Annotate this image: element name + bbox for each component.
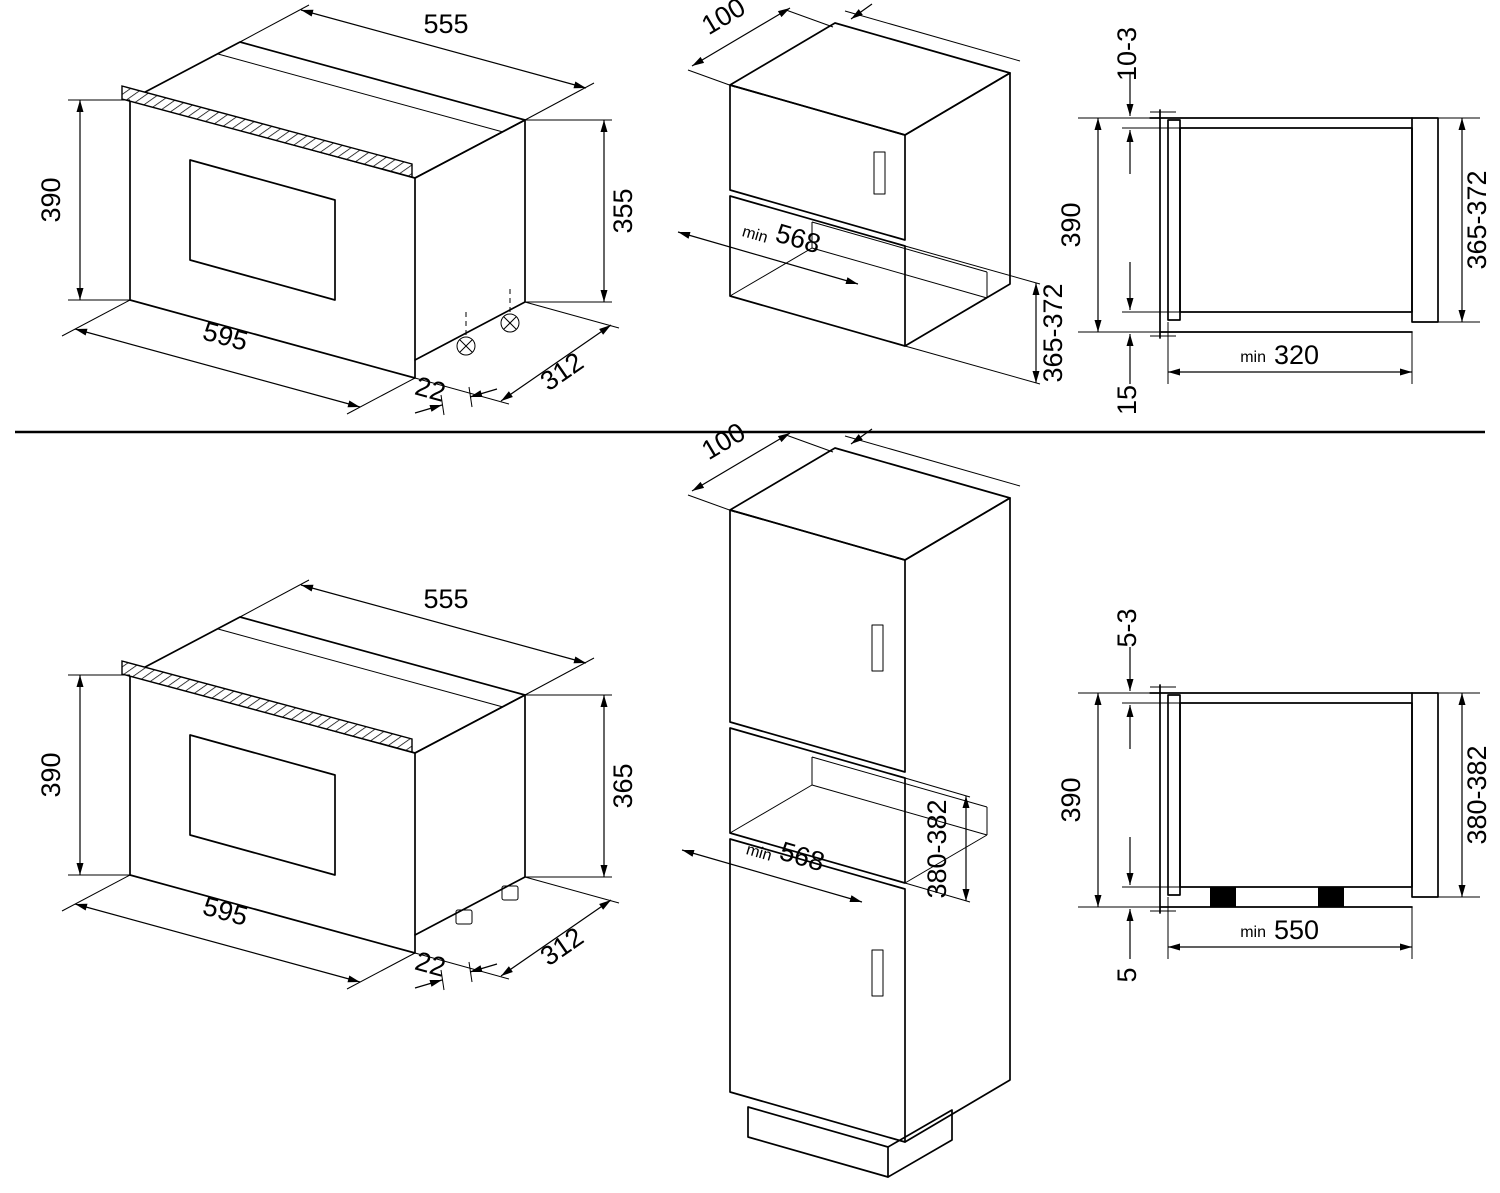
- oven-door-window: [189, 159, 336, 301]
- dim-inner-height: 390: [1056, 202, 1086, 247]
- dim-min-depth: 320: [1274, 340, 1319, 370]
- cabinet-door: [729, 84, 906, 241]
- dim-niche-height: 380-382: [922, 799, 952, 898]
- dim-inner-height: 390: [1056, 777, 1086, 822]
- dim-front-height: 390: [36, 177, 66, 222]
- oven-top-seam: [217, 53, 504, 133]
- oven-top-seam: [217, 628, 504, 708]
- upper-door-handle: [871, 624, 884, 672]
- oven-isometric-top: 555 390 355 595 312 22: [36, 4, 638, 416]
- lower-door-handle: [871, 949, 884, 997]
- dim-bottom-gap: 15: [1112, 385, 1142, 415]
- oven-side-face: [414, 119, 526, 361]
- dim-top-gap: 10-3: [1112, 27, 1142, 81]
- dim-body-height: 365: [608, 763, 638, 808]
- door-handle: [873, 151, 886, 195]
- dim-niche-height: 365-372: [1038, 283, 1068, 382]
- dim-min-depth: 550: [1274, 915, 1319, 945]
- niche-interior: [729, 756, 988, 884]
- dim-front-height: 390: [36, 752, 66, 797]
- oven-foot-left: [1210, 887, 1236, 907]
- oven-feet: [456, 289, 520, 356]
- dim-depth-min-label: min: [1240, 924, 1266, 941]
- dim-depth-min-label: min: [1240, 349, 1266, 366]
- dim-niche-width-min-label: min: [744, 841, 773, 864]
- side-section-top: 10-3 390 15 min 320 365-372: [1056, 27, 1492, 415]
- dim-body-width: 555: [423, 9, 468, 39]
- dim-right-height: 380-382: [1462, 745, 1492, 844]
- dim-body-height: 355: [608, 188, 638, 233]
- oven-handle: [121, 660, 413, 753]
- cabinet-back-panel: [1411, 117, 1439, 323]
- plinth: [747, 1106, 953, 1178]
- oven-side-face: [414, 694, 526, 936]
- oven-door-window: [189, 734, 336, 876]
- cabinet-back-panel: [1411, 692, 1439, 898]
- oven-handle: [121, 85, 413, 178]
- oven-foot-right: [1318, 887, 1344, 907]
- wall-line: [844, 435, 1021, 487]
- wall-gap-arrow: [850, 3, 873, 20]
- upper-door: [729, 509, 906, 773]
- side-section-bottom: 5-3 390 5 min 550 380-382: [1056, 608, 1492, 982]
- dim-top-gap: 5-3: [1112, 608, 1142, 647]
- dim-bottom-gap: 5: [1112, 967, 1142, 982]
- wall-gap-arrow: [850, 428, 873, 445]
- dim-right-height: 365-372: [1462, 170, 1492, 269]
- dim-body-width: 555: [423, 584, 468, 614]
- cabinet-side-face: [904, 497, 1011, 1143]
- dim-niche-width-min-label: min: [740, 223, 769, 246]
- wall-line: [844, 10, 1021, 62]
